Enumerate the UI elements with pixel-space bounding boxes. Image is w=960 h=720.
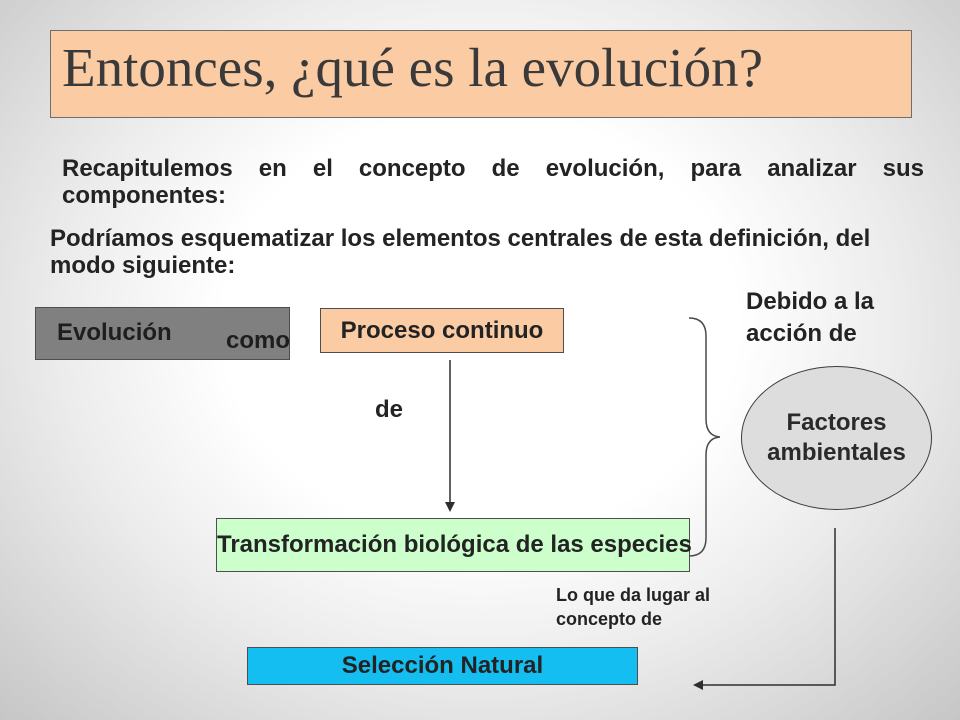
lo-que-label: Lo que da lugar al concepto de — [556, 583, 710, 631]
debido-label-line: Debido a la — [746, 288, 875, 315]
title-box: Entonces, ¿qué es la evolución? — [50, 30, 912, 118]
de-connector-label: de — [375, 396, 404, 423]
evolucion-label: Evolución — [57, 319, 172, 346]
proceso-continuo-box: Proceso continuo — [320, 308, 564, 353]
lo-que-label-line: concepto de — [556, 609, 663, 629]
lead-paragraph: Podríamos esquematizar los elementos cen… — [50, 225, 871, 279]
evolucion-box: Evolución como — [35, 307, 290, 360]
factores-label-line: ambientales — [767, 439, 906, 466]
debido-label-line: acción de — [746, 320, 857, 347]
transformacion-box: Transformación biológica de las especies — [216, 518, 692, 572]
feedback-arrow-line — [702, 528, 836, 686]
lo-que-label-line: Lo que da lugar al — [556, 585, 711, 605]
seleccion-natural-box: Selección Natural — [247, 647, 638, 685]
down-arrowhead — [445, 502, 455, 512]
como-connector-label: como — [226, 327, 291, 354]
feedback-arrowhead — [693, 680, 703, 690]
slide-title: Entonces, ¿qué es la evolución? — [62, 37, 763, 98]
factores-ambientales-ellipse: Factores ambientales — [741, 366, 932, 510]
debido-label: Debido a la acción de — [746, 286, 874, 350]
right-brace — [688, 317, 721, 557]
factores-label-line: Factores — [786, 409, 887, 436]
intro-paragraph: Recapitulemos en el concepto de evolució… — [62, 155, 924, 209]
